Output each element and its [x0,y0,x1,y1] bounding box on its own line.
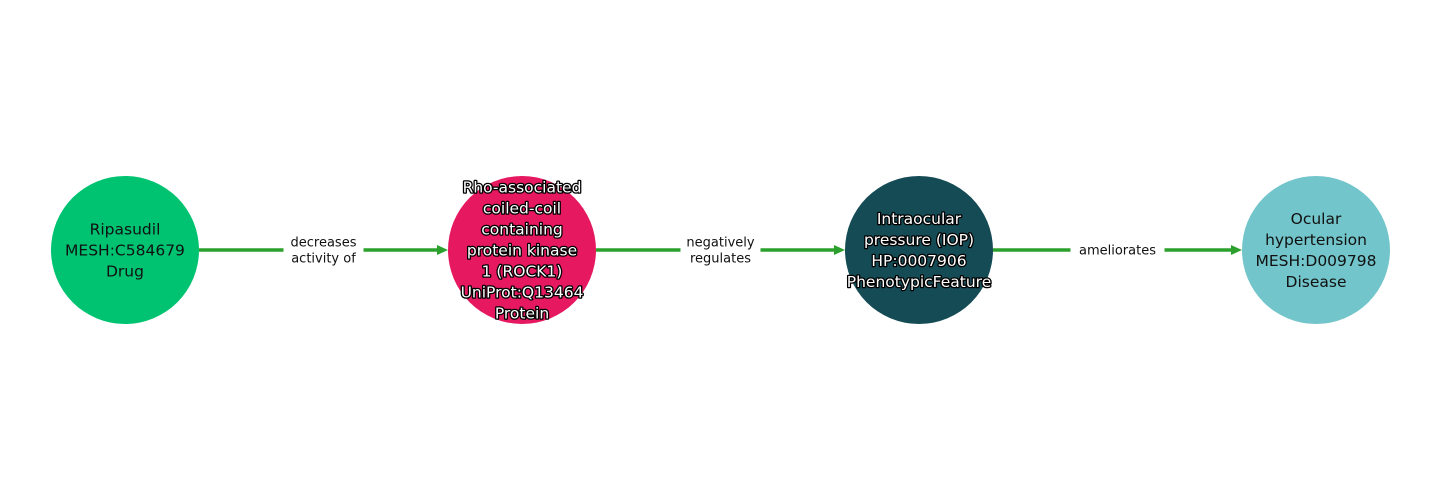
edge-label: negatively [686,236,754,251]
edge-label-background [283,232,364,268]
node-label: Intraocular [877,210,962,228]
edge-label-background [1070,240,1165,260]
arrowhead-icon [437,245,448,255]
node-label: Disease [1286,273,1347,291]
node-circle[interactable] [51,176,199,324]
node-label: Ripasudil [90,221,161,239]
node-label: PhenotypicFeature [847,273,992,291]
edge-label: ameliorates [1079,244,1156,259]
edge-label: activity of [291,252,356,267]
arrowhead-icon [1231,245,1242,255]
edge-label: regulates [690,252,751,267]
node-n2[interactable]: Rho-associated coiled-coil containing prote… [448,176,596,324]
node-label: MESH:D009798 [1256,252,1377,270]
node-label: coiled-coil [483,200,561,218]
node-label: containing [481,221,563,239]
edge-label: decreases [291,236,357,251]
node-circle[interactable] [845,176,993,324]
node-label: hypertension [1265,231,1367,249]
node-circle[interactable] [1242,176,1390,324]
node-label: Ocular [1291,210,1342,228]
node-label: pressure (IOP) [864,231,974,249]
node-label: protein kinase [467,242,577,260]
edge-n3-n4: ameliorates [993,240,1242,260]
node-n3[interactable]: Intraocular pressure (IOP) HP:0007906Pheno… [845,176,993,324]
node-label: UniProt:Q13464 [461,284,584,302]
node-label: MESH:C584679 [65,242,185,260]
node-label: Rho-associated [463,179,582,197]
node-label: HP:0007906 [871,252,966,270]
node-circle[interactable] [448,176,596,324]
edge-label-background [680,232,761,268]
node-label: 1 (ROCK1) [482,263,563,281]
node-label: Protein [495,305,549,323]
node-label: Drug [106,263,144,281]
arrowhead-icon [834,245,845,255]
